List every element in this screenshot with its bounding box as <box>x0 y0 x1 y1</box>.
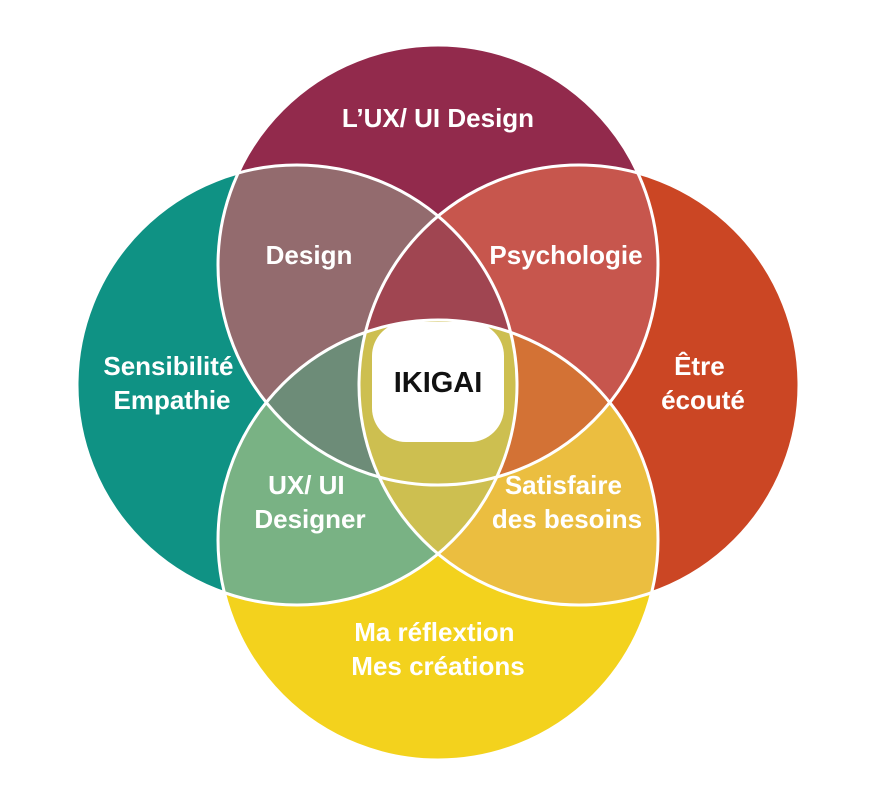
label-etre-ecoute: Être écouté <box>661 351 745 415</box>
label-design: Design <box>266 240 353 270</box>
triple-top-left-right <box>359 165 517 485</box>
label-sensibilite-empathie: Sensibilité Empathie <box>103 351 240 415</box>
outline-right <box>357 163 801 607</box>
label-ma-reflextion-mes-creations: Ma réflextion Mes créations <box>351 617 524 681</box>
outline-top <box>216 43 660 487</box>
label-ux-ui-designer: UX/ UI Designer <box>254 470 365 534</box>
triple-left-right-bottom <box>359 320 517 605</box>
center-ikigai-box <box>372 322 504 442</box>
outline-bottom <box>216 318 660 762</box>
label-psychologie: Psychologie <box>489 240 642 270</box>
triple-top-left-bottom-fill <box>218 320 517 485</box>
center-ikigai-label: IKIGAI <box>394 367 483 399</box>
label-satisfaire-des-besoins: Satisfaire des besoins <box>492 470 642 534</box>
triple-top-left-bottom <box>218 320 517 485</box>
triple-top-left-right-fill <box>359 165 517 485</box>
triple-top-right-bottom-fill <box>359 320 658 485</box>
triple-left-right-bottom-fill <box>359 320 517 605</box>
triple-top-right-bottom <box>359 320 658 485</box>
outline-left <box>75 163 519 607</box>
outlines-layer <box>75 43 801 762</box>
label-ux-ui-design: L’UX/ UI Design <box>342 103 534 133</box>
